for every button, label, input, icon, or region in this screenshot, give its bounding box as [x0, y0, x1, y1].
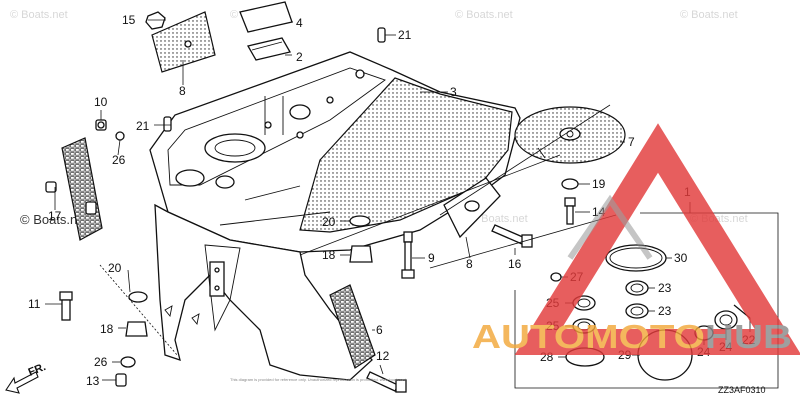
boats-net-watermark-dark: © Boats.net — [20, 212, 89, 227]
callout-7: 7 — [628, 135, 635, 149]
boats-net-watermark: © Boats.net — [680, 9, 738, 21]
callout-19: 19 — [592, 177, 606, 191]
boats-net-watermark: © Boats.net — [455, 9, 513, 21]
callout-21-upper: 21 — [398, 28, 412, 42]
direction-arrow-icon — [5, 371, 39, 394]
callout-30: 30 — [674, 251, 688, 265]
callout-18-left: 18 — [100, 322, 114, 336]
callout-13: 13 — [86, 374, 100, 388]
callout-23-lower: 23 — [658, 304, 672, 318]
anode-plate — [443, 177, 501, 239]
callout-10: 10 — [94, 95, 108, 109]
callout-3: 3 — [450, 85, 457, 99]
callout-4: 4 — [296, 16, 303, 30]
diagram-code: ZZ3AF0310 — [718, 385, 766, 395]
callout-16: 16 — [508, 257, 522, 271]
callout-26-lower: 26 — [94, 355, 108, 369]
callout-6: 6 — [376, 323, 383, 337]
upper-plates — [151, 1, 293, 73]
callout-15: 15 — [122, 13, 136, 27]
callout-21-left: 21 — [136, 119, 150, 133]
callout-17: 17 — [48, 209, 62, 223]
callout-20-right: 20 — [322, 215, 336, 229]
footer-fineprint: This diagram is provided for reference o… — [230, 377, 407, 382]
callout-12: 12 — [376, 349, 390, 363]
callout-2: 2 — [296, 50, 303, 64]
cover-disc — [514, 106, 626, 164]
callout-9: 9 — [428, 251, 435, 265]
callout-8-upper: 8 — [179, 84, 186, 98]
callout-20-left: 20 — [108, 261, 122, 275]
callout-26-upper: 26 — [112, 153, 126, 167]
front-direction-indicator: FR. — [5, 361, 48, 394]
callout-18-right: 18 — [322, 248, 336, 262]
boats-net-watermark: © Boats.net — [470, 213, 528, 225]
callout-11: 11 — [28, 297, 41, 311]
callout-8-anode: 8 — [466, 257, 473, 271]
gear-case-housing — [149, 51, 521, 381]
direction-label: FR. — [27, 361, 48, 379]
callout-23-upper: 23 — [658, 281, 672, 295]
boats-net-watermark: © Boats.net — [10, 9, 68, 21]
